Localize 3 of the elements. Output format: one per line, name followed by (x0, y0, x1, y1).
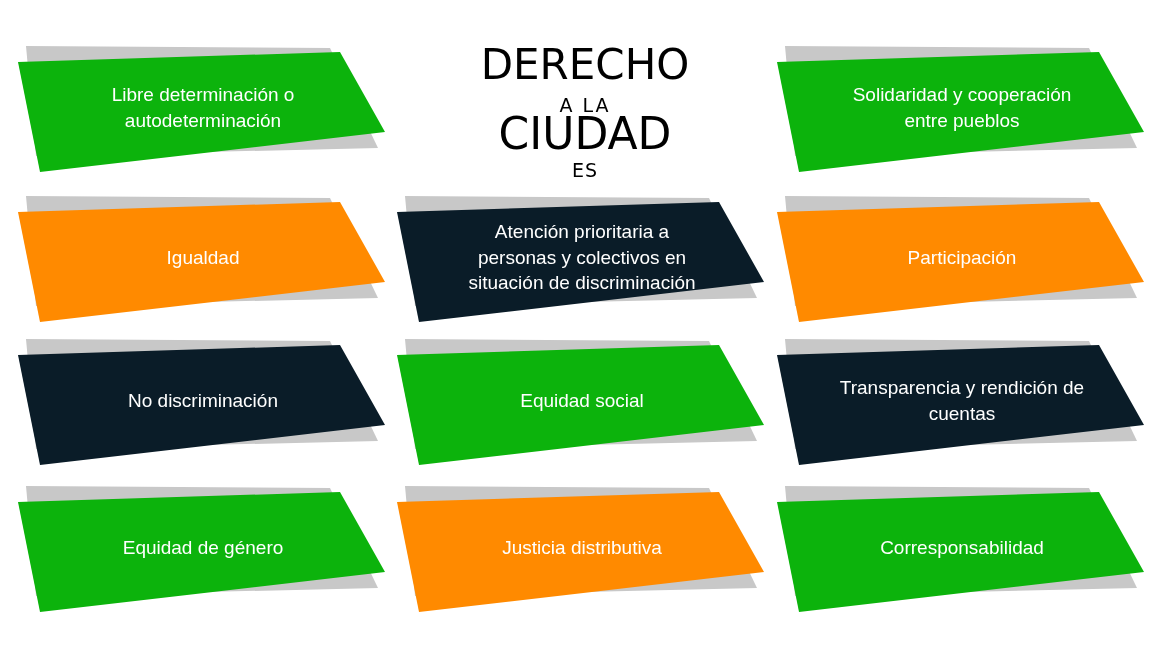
title-text: ES (570, 160, 600, 181)
title-text: A LA (559, 95, 611, 116)
title-text: DERECHO (480, 42, 690, 89)
